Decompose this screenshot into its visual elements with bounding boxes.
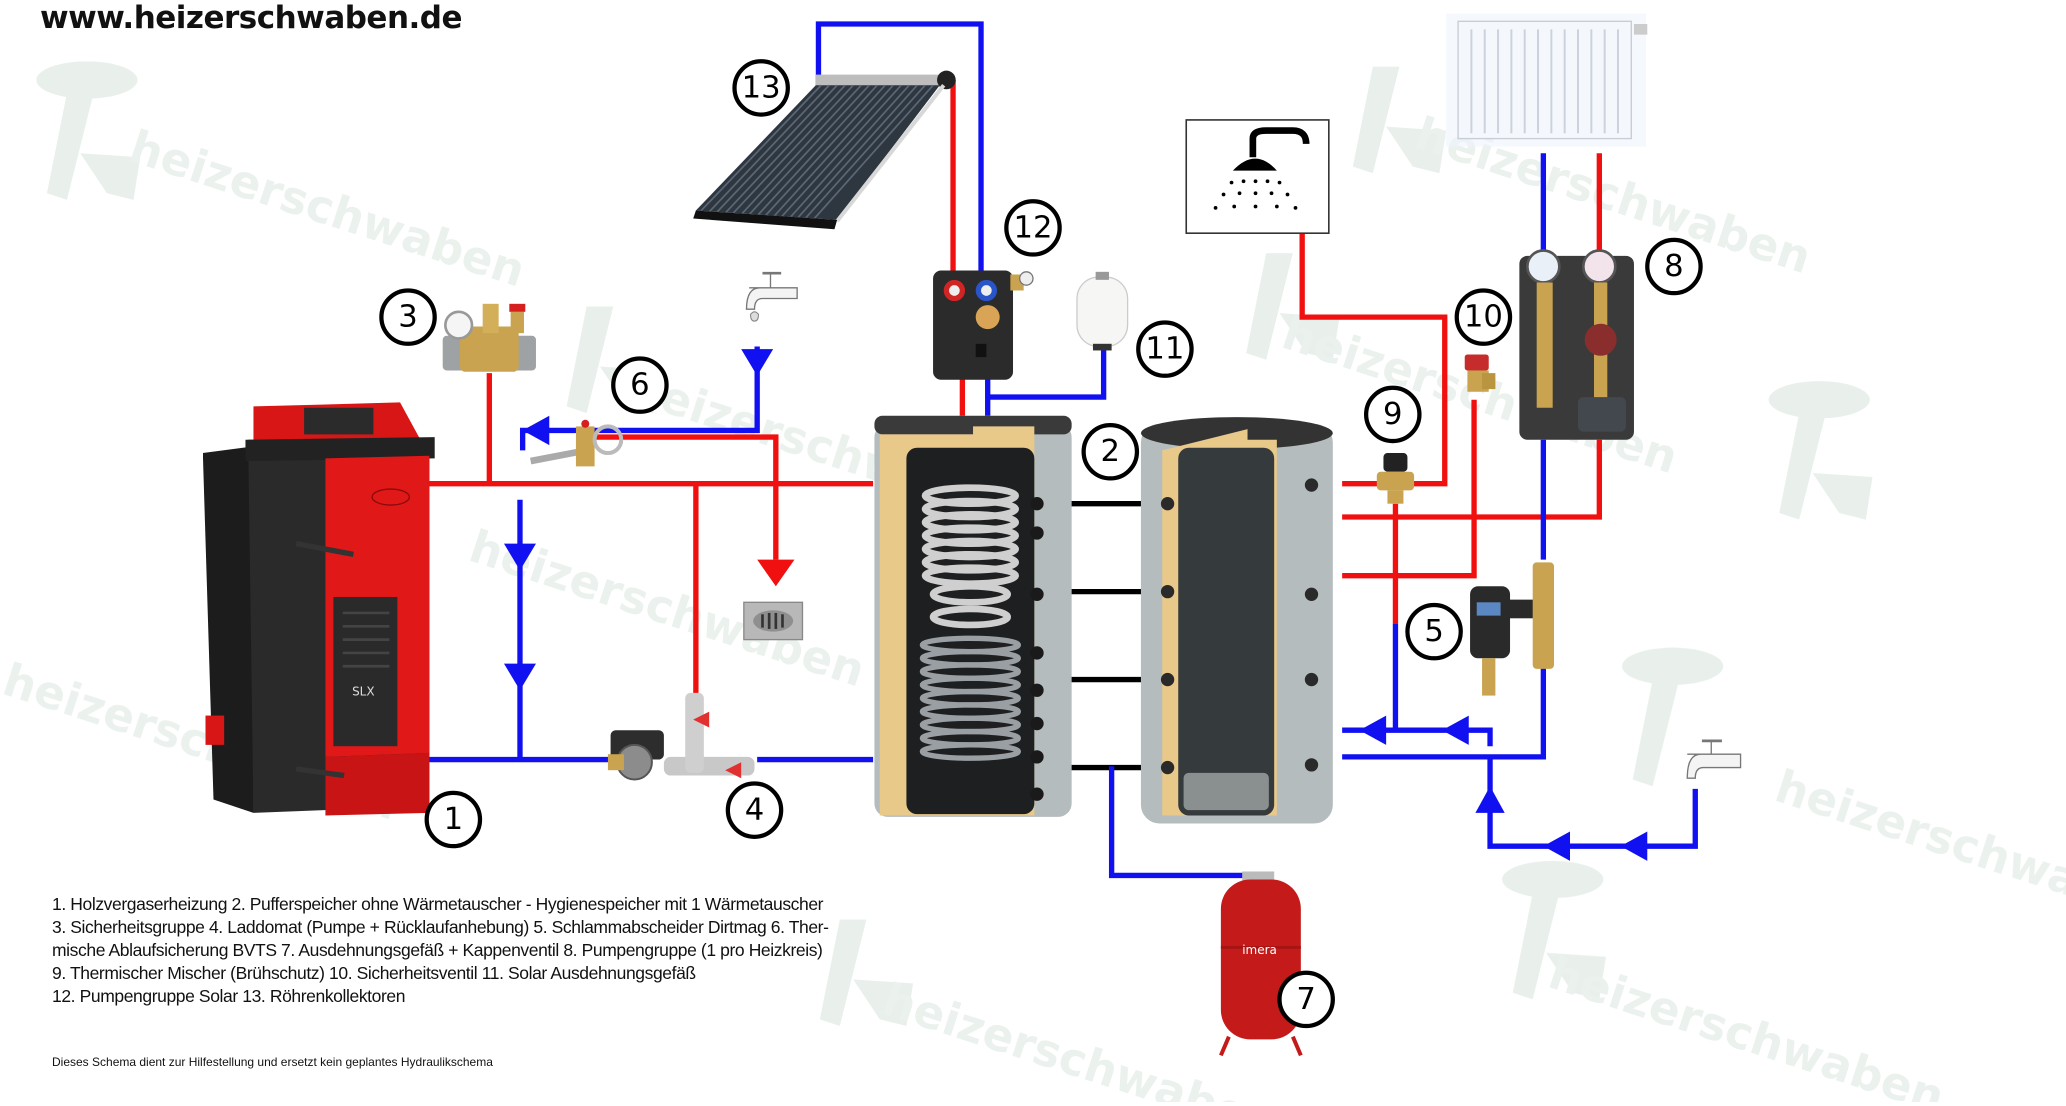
flow-arrow-icon <box>1543 831 1571 861</box>
shower-icon <box>1185 119 1330 234</box>
label-9: 9 <box>1363 385 1422 444</box>
flow-arrow-icon <box>1442 715 1469 745</box>
site-url: www.heizerschwaben.de <box>40 0 463 36</box>
flow-arrow-icon <box>1620 831 1648 861</box>
svg-text:7: 7 <box>1296 982 1316 1017</box>
label-12: 12 <box>1004 199 1062 257</box>
water-tap-icon <box>745 271 798 322</box>
legend-line: 9. Thermischer Mischer (Brühschutz) 10. … <box>52 963 696 983</box>
watermark-logo <box>819 919 914 1027</box>
water-tap-icon <box>1686 739 1742 779</box>
number-labels: 1 2 3 4 5 6 7 8 9 10 11 12 13 <box>379 59 1703 1029</box>
flow-arrows <box>503 349 1648 861</box>
svg-text:1: 1 <box>444 802 464 837</box>
bvts-cold-pipe <box>519 346 760 451</box>
svg-text:9: 9 <box>1383 397 1403 432</box>
flow-arrow-icon <box>1359 715 1387 745</box>
watermark-text: heizerschwaben <box>1543 946 1951 1102</box>
svg-text:11: 11 <box>1145 332 1184 367</box>
watermark-logo <box>1502 860 1606 1000</box>
svg-text:13: 13 <box>742 70 781 105</box>
svg-text:6: 6 <box>630 368 650 403</box>
expansion-vessel[interactable]: imera <box>1219 871 1303 1057</box>
legend-line: 1. Holzvergaserheizung 2. Pufferspeicher… <box>52 894 824 914</box>
solar-expansion-vessel[interactable] <box>1076 271 1129 351</box>
vessel-brand-label: imera <box>1242 943 1277 957</box>
label-13: 13 <box>732 59 790 117</box>
label-4: 4 <box>725 781 784 839</box>
thermal-discharge-valve[interactable] <box>530 419 624 467</box>
svg-text:8: 8 <box>1664 249 1683 284</box>
svg-text:5: 5 <box>1424 614 1444 649</box>
buffer-tank[interactable] <box>1140 417 1333 824</box>
flow-arrow-icon <box>757 559 795 587</box>
watermark-text: heizerschwaben <box>123 120 531 298</box>
floor-drain-icon <box>743 601 804 641</box>
watermark-logo <box>1621 647 1724 787</box>
bvts-sensor-pipe <box>589 434 779 560</box>
label-5: 5 <box>1405 602 1463 661</box>
svg-text:2: 2 <box>1101 434 1121 469</box>
flow-arrow-icon <box>503 663 536 691</box>
label-6: 6 <box>611 356 669 414</box>
cold-supply-pipe <box>1487 756 1698 849</box>
laddomat-pump[interactable] <box>607 692 755 781</box>
watermark-logo <box>1352 66 1447 174</box>
svg-text:4: 4 <box>745 793 765 828</box>
watermark-logo <box>1246 253 1340 360</box>
label-1: 1 <box>424 790 483 849</box>
watermark-logo <box>36 61 141 200</box>
safety-group[interactable] <box>442 303 536 372</box>
solar-pump-group[interactable] <box>933 270 1034 380</box>
thermal-mixer[interactable] <box>1376 453 1415 504</box>
heating-pump-group[interactable] <box>1519 249 1634 440</box>
svg-text:10: 10 <box>1464 300 1503 335</box>
svg-text:12: 12 <box>1014 210 1053 245</box>
relief-valve-pipe <box>1342 399 1477 579</box>
flow-arrow-icon <box>1475 786 1505 813</box>
solar-return-pipe <box>815 21 984 271</box>
hygiene-tank[interactable] <box>874 415 1072 817</box>
watermark-text: heizerschwaben <box>1769 760 2066 938</box>
dirtmag-return-pipe <box>1342 652 1547 760</box>
flow-arrow-icon <box>522 415 550 446</box>
cold-inlet-pipe <box>1342 727 1493 747</box>
safety-valve[interactable] <box>1464 354 1496 392</box>
label-10: 10 <box>1454 288 1513 346</box>
label-8: 8 <box>1645 237 1703 296</box>
label-2: 2 <box>1081 422 1140 481</box>
solar-collector[interactable] <box>693 70 956 230</box>
expansion-vessel-pipe <box>1108 766 1261 879</box>
label-7: 7 <box>1277 970 1335 1029</box>
flow-arrow-icon <box>741 349 774 376</box>
legend-line: mische Ablaufsicherung BVTS 7. Ausdehnun… <box>52 940 823 960</box>
disclaimer: Dieses Schema dient zur Hilfestellung un… <box>52 1055 493 1069</box>
component-legend: 1. Holzvergaserheizung 2. Pufferspeicher… <box>52 893 829 1008</box>
flow-arrow-icon <box>503 543 536 571</box>
radiator-icon <box>1446 13 1648 147</box>
watermark-logo <box>1768 381 1873 520</box>
heating-flow-pipe <box>1342 439 1602 520</box>
svg-text:3: 3 <box>398 300 418 335</box>
boiler-brand-label: SLX <box>352 685 375 699</box>
label-3: 3 <box>379 288 437 346</box>
legend-line: 12. Pumpengruppe Solar 13. Röhrenkollekt… <box>52 986 406 1006</box>
mixer-to-shower-pipe <box>1299 157 1448 487</box>
label-11: 11 <box>1136 320 1194 378</box>
legend-line: 3. Sicherheitsgruppe 4. Laddomat (Pumpe … <box>52 917 829 937</box>
dirtmag-separator[interactable] <box>1470 562 1555 696</box>
boiler[interactable]: SLX <box>202 402 435 816</box>
solar-expansion-pipe <box>987 349 1107 400</box>
